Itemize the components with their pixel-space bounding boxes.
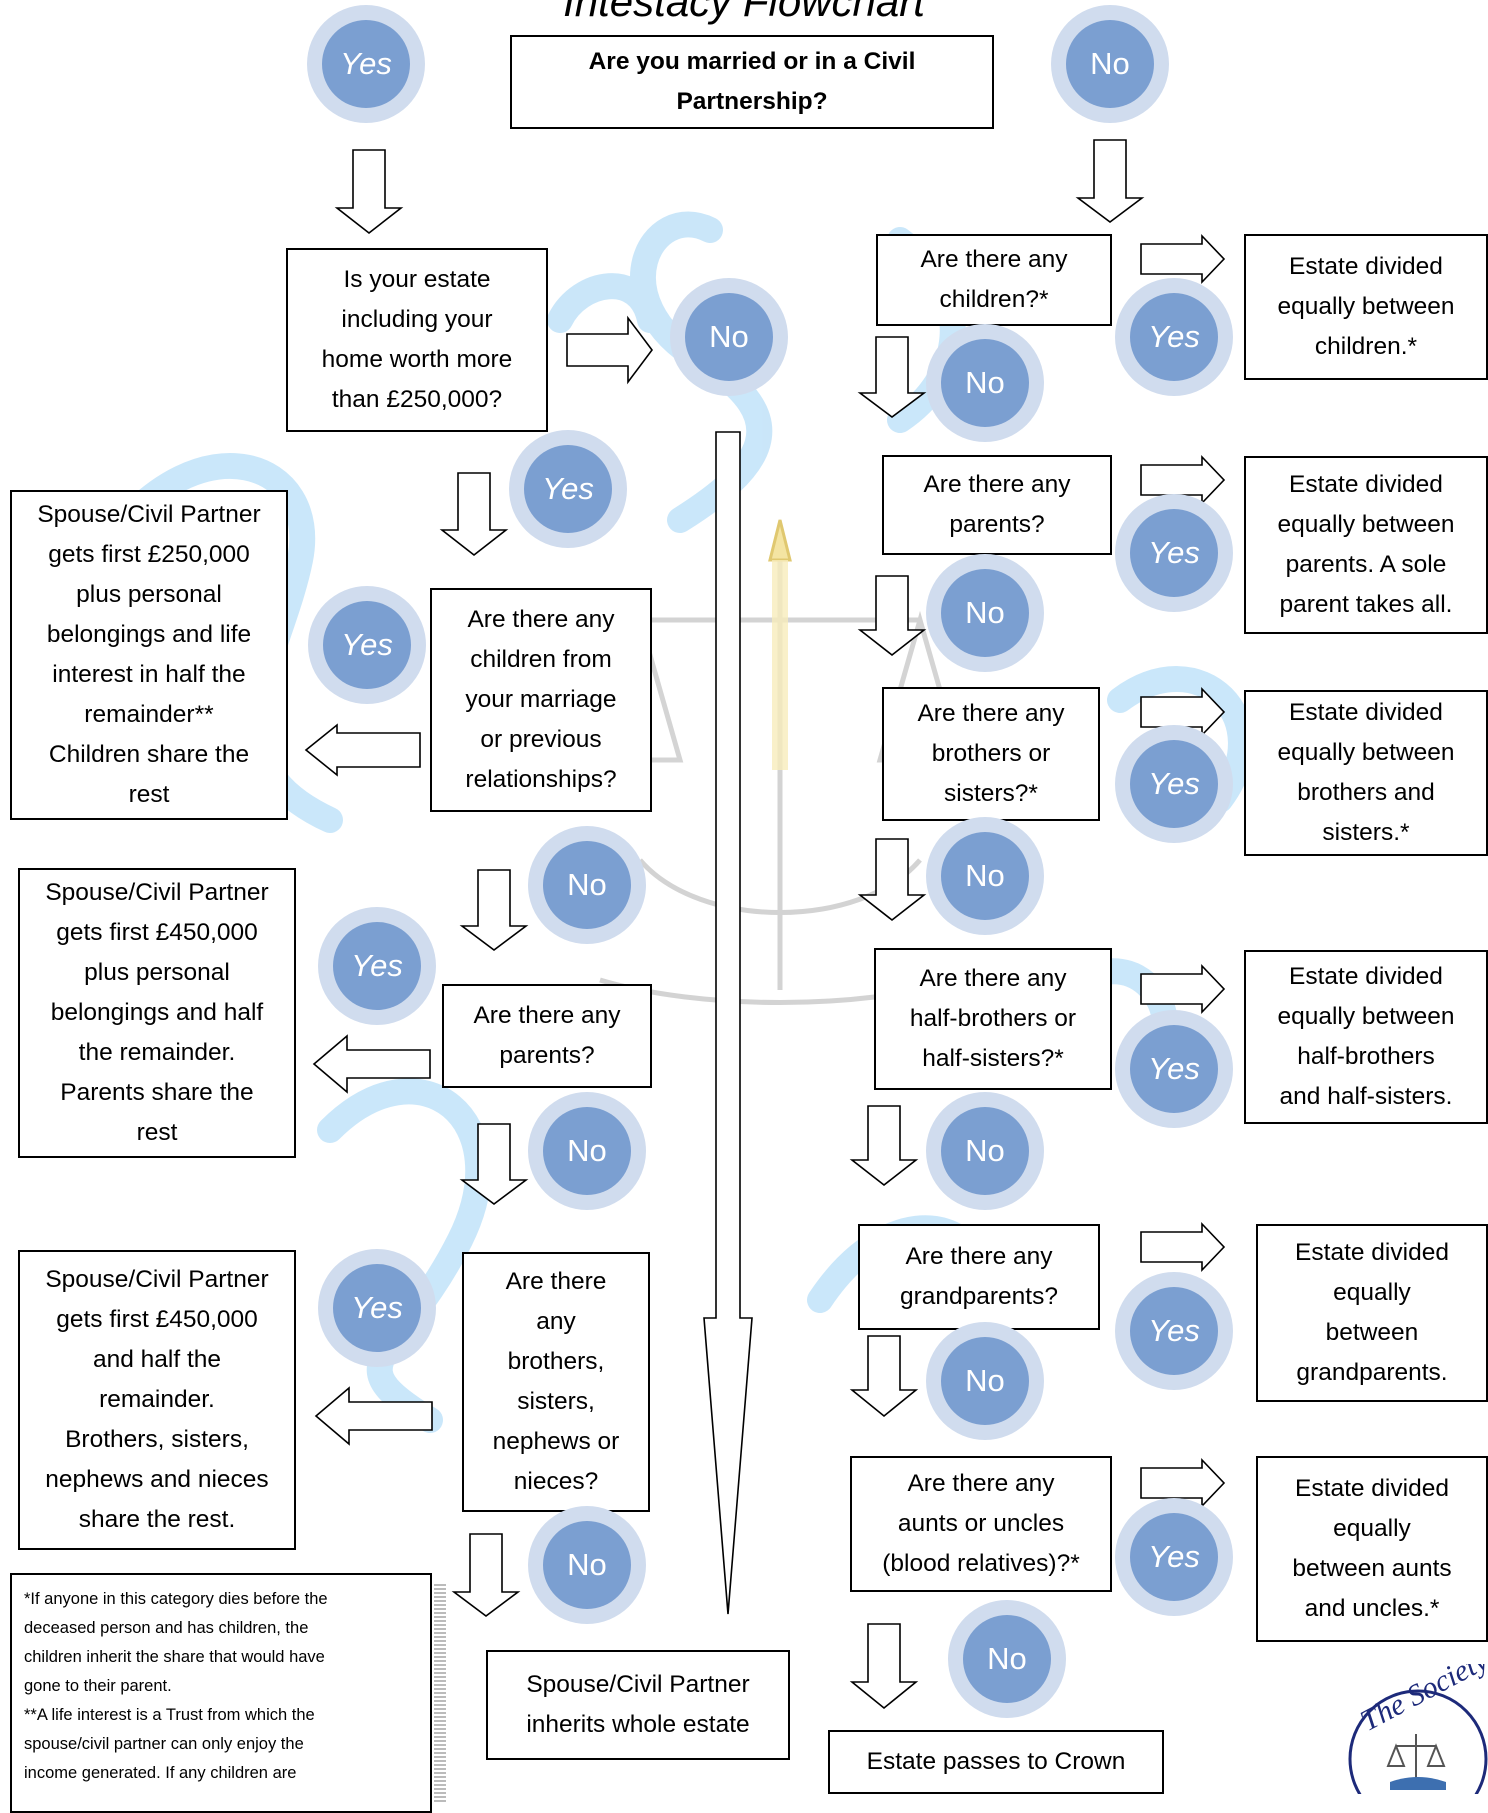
arrow-down xyxy=(857,336,927,418)
yes-circle-aunts-uncles: Yes xyxy=(1115,1498,1233,1616)
arrow-right xyxy=(1140,1222,1226,1272)
box-estate-passes-to-crown: Estate passes to Crown xyxy=(828,1730,1164,1794)
arrow-down xyxy=(849,1623,919,1710)
no-circle-aunts-uncles: No xyxy=(948,1600,1066,1718)
arrow-down xyxy=(857,575,927,657)
yes-circle-siblings-married: Yes xyxy=(318,1249,436,1367)
arrow-down xyxy=(459,1123,529,1205)
no-circle-siblings: No xyxy=(926,817,1044,935)
no-circle-parents: No xyxy=(926,554,1044,672)
arrow-left xyxy=(312,1034,431,1094)
no-circle-siblings-married: No xyxy=(528,1506,646,1624)
page-title: Intestacy Flowchart xyxy=(563,0,925,25)
yes-circle-estate: Yes xyxy=(509,430,627,548)
arrow-down xyxy=(849,1335,919,1418)
yes-circle-siblings: Yes xyxy=(1115,725,1233,843)
yes-circle-children: Yes xyxy=(1115,278,1233,396)
yes-circle-half-siblings: Yes xyxy=(1115,1010,1233,1128)
yes-circle-parents: Yes xyxy=(1115,494,1233,612)
no-circle-half-siblings: No xyxy=(926,1092,1044,1210)
arrow-right xyxy=(1140,687,1226,737)
arrow-left xyxy=(314,1386,433,1446)
no-circle-children-marriage: No xyxy=(528,826,646,944)
no-circle-married: No xyxy=(1051,5,1169,123)
no-circle-children: No xyxy=(926,324,1044,442)
no-circle-estate: No xyxy=(670,278,788,396)
arrow-down xyxy=(334,149,404,235)
arrow-right xyxy=(1140,455,1226,505)
yes-circle-children-marriage: Yes xyxy=(308,586,426,704)
arrow-right xyxy=(1140,1458,1226,1508)
arrow-right xyxy=(1140,964,1226,1014)
arrow-long-down xyxy=(703,431,753,1615)
arrow-down xyxy=(857,838,927,922)
yes-circle-grandparents: Yes xyxy=(1115,1272,1233,1390)
yes-circle-married: Yes xyxy=(307,5,425,123)
arrow-down xyxy=(849,1105,919,1187)
arrow-right xyxy=(1140,234,1226,284)
yes-circle-parents-married: Yes xyxy=(318,907,436,1025)
arrow-down xyxy=(439,472,509,557)
arrow-left xyxy=(304,723,421,777)
arrow-down xyxy=(1075,139,1145,223)
society-logo: The Society xyxy=(1348,1664,1488,1794)
logo-text: The Society xyxy=(1355,1664,1488,1738)
footnote-shadow xyxy=(434,1582,446,1802)
no-circle-grandparents: No xyxy=(926,1322,1044,1440)
arrow-down xyxy=(459,869,529,951)
no-circle-parents-married: No xyxy=(528,1092,646,1210)
arrow-right xyxy=(566,315,653,385)
arrow-down xyxy=(451,1533,521,1617)
footnote: *If anyone in this category dies before … xyxy=(10,1573,432,1813)
